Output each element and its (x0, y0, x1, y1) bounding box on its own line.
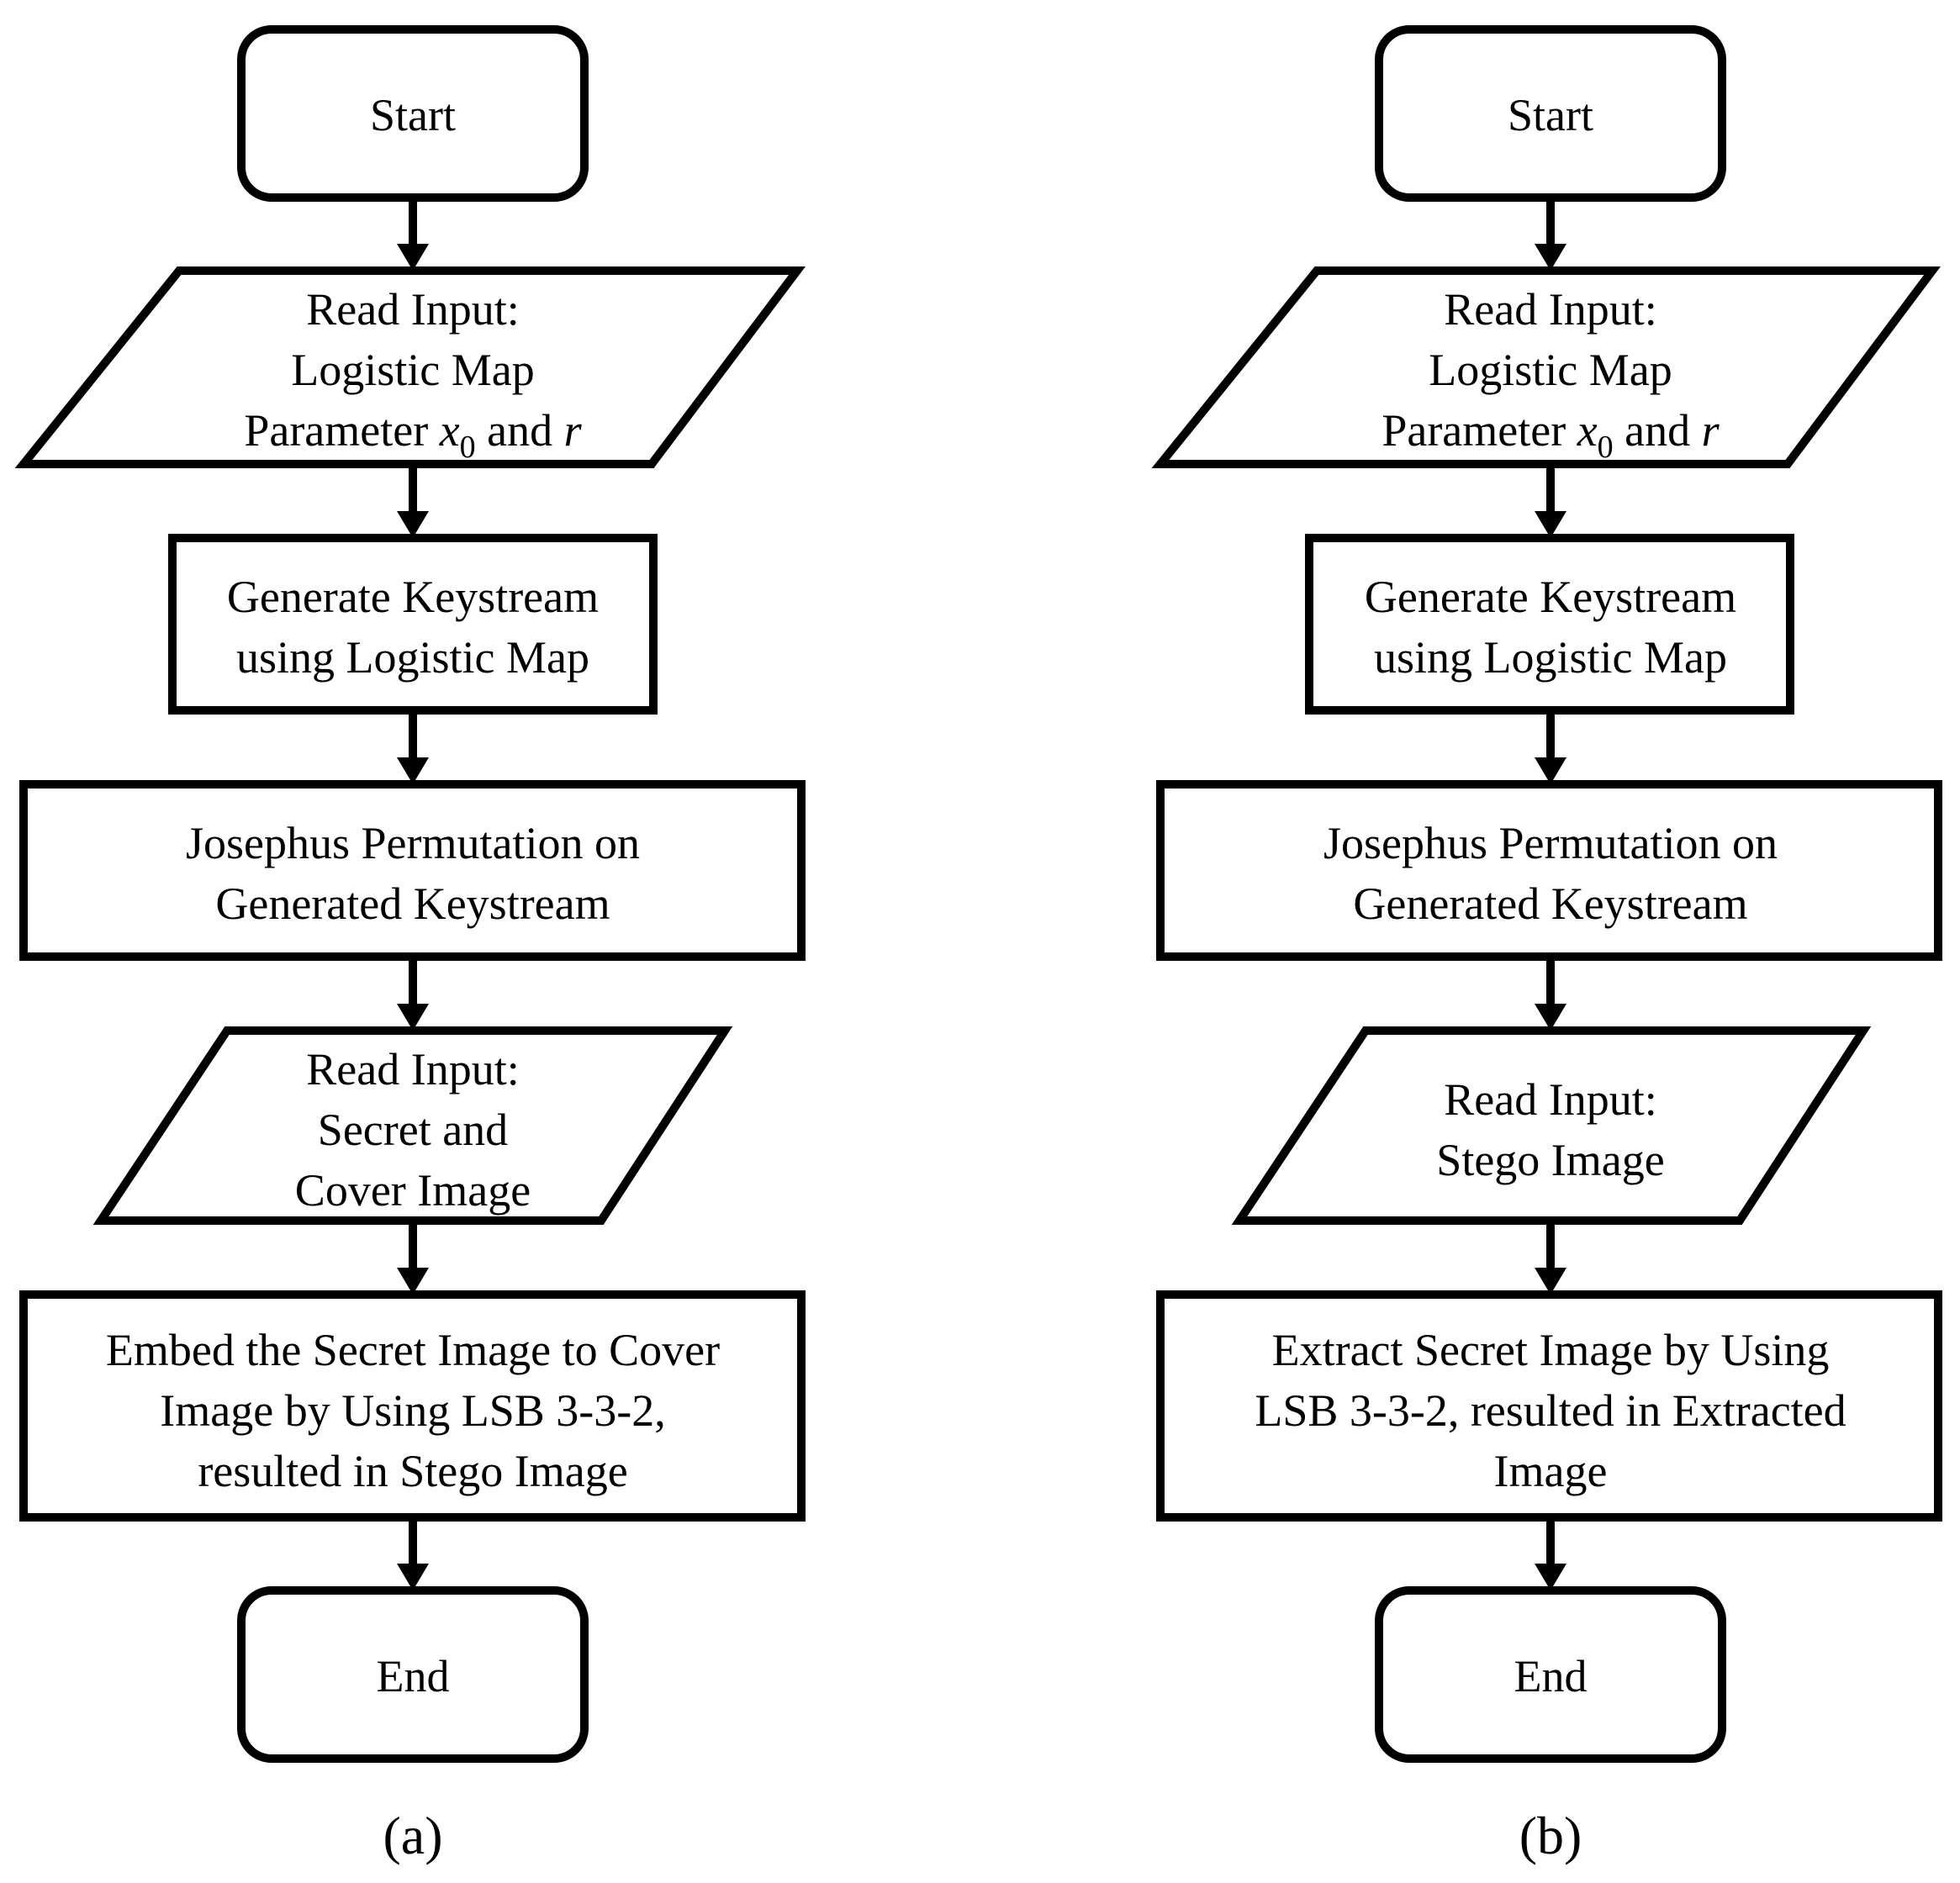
read-params-input-b (1151, 266, 1941, 468)
josephus-line1-a: Josephus Permutation on (186, 818, 640, 868)
read-images-line3-a: Cover Image (295, 1165, 531, 1216)
read-params-input-a (14, 266, 806, 468)
end-terminal-b (1375, 1586, 1726, 1763)
arrowhead-b-4 (1535, 1004, 1566, 1031)
extract-line2-b: LSB 3-3-2, resulted in Extracted (1255, 1385, 1846, 1436)
read-params-line3-a: Parameter x0 and r (244, 405, 582, 465)
extract-line1-b: Extract Secret Image by Using (1272, 1325, 1830, 1375)
caption-a: (a) (383, 1806, 442, 1865)
arrowhead-b-5 (1535, 1268, 1566, 1295)
embed-line2-a: Image by Using LSB 3-3-2, (160, 1385, 665, 1436)
read-params-line1-b: Read Input: (1444, 284, 1656, 335)
read-params-line3-b: Parameter x0 and r (1382, 405, 1720, 465)
arrowhead-a-3 (397, 757, 429, 784)
flowchart-b: Start Read Input: Logistic Map Parameter… (1151, 25, 1942, 1865)
arrowhead-a-6 (397, 1564, 429, 1590)
flowchart-a: Start Read Input: Logistic Map Parameter… (14, 25, 806, 1865)
arrowhead-a-1 (397, 244, 429, 271)
josephus-process-a (19, 780, 806, 961)
read-image-input-b (1231, 1026, 1872, 1225)
embed-line3-a: resulted in Stego Image (198, 1446, 627, 1496)
read-params-line2-a: Logistic Map (291, 345, 534, 395)
arrowhead-a-5 (397, 1268, 429, 1295)
josephus-line1-b: Josephus Permutation on (1323, 818, 1778, 868)
arrowhead-a-4 (397, 1004, 429, 1031)
end-label-a: End (377, 1651, 450, 1701)
keystream-line2-a: using Logistic Map (236, 632, 589, 683)
arrowhead-b-1 (1535, 244, 1566, 271)
read-params-line2-b: Logistic Map (1429, 345, 1672, 395)
keystream-process-b (1305, 534, 1794, 715)
embed-line1-a: Embed the Secret Image to Cover (106, 1325, 720, 1375)
keystream-line1-b: Generate Keystream (1365, 572, 1736, 622)
keystream-line2-b: using Logistic Map (1374, 632, 1727, 683)
read-images-line2-a: Secret and (318, 1105, 508, 1155)
read-images-line1-a: Read Input: (306, 1044, 519, 1094)
arrowhead-a-2 (397, 511, 429, 538)
end-label-b: End (1514, 1651, 1588, 1701)
read-image-line1-b: Read Input: (1444, 1074, 1656, 1125)
arrowhead-b-3 (1535, 757, 1566, 784)
start-label-a: Start (370, 90, 456, 140)
read-images-input-a (92, 1026, 733, 1225)
josephus-line2-b: Generated Keystream (1353, 878, 1747, 929)
read-image-line2-b: Stego Image (1436, 1135, 1664, 1185)
read-params-line1-a: Read Input: (306, 284, 519, 335)
josephus-process-b (1156, 780, 1942, 961)
end-terminal-a (237, 1586, 589, 1763)
josephus-line2-a: Generated Keystream (215, 878, 610, 929)
start-label-b: Start (1508, 90, 1593, 140)
keystream-process-a (168, 534, 658, 715)
arrowhead-b-2 (1535, 511, 1566, 538)
extract-line3-b: Image (1494, 1446, 1608, 1496)
arrowhead-b-6 (1535, 1564, 1566, 1590)
keystream-line1-a: Generate Keystream (227, 572, 599, 622)
caption-b: (b) (1519, 1806, 1582, 1865)
extract-process-b (1156, 1290, 1942, 1522)
